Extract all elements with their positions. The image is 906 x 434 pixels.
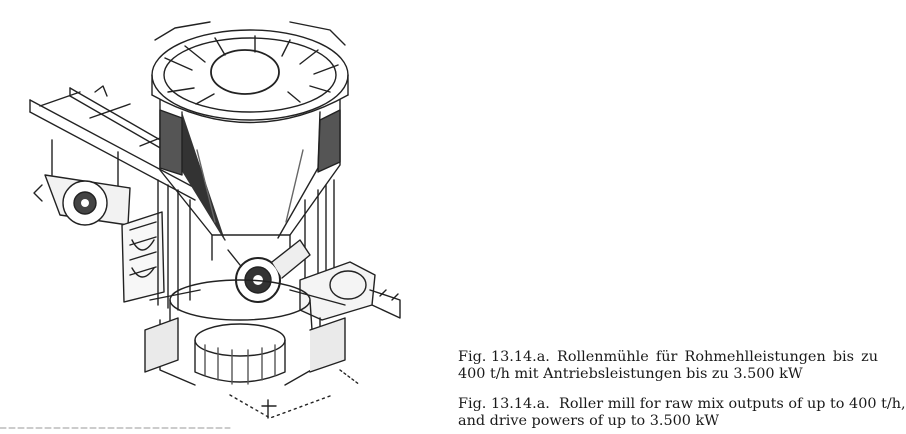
grinding-table: [144, 279, 346, 386]
separator-ring: [151, 21, 349, 124]
gear-motor: [299, 261, 401, 321]
roller-mill-figure: [0, 0, 450, 434]
roller-mill-illustration-icon: [0, 21, 401, 429]
caption-german-line-1: Fig. 13.14.a. Rollenmühle für Rohmehllei…: [458, 349, 878, 366]
caption-german-word: bis: [832, 349, 855, 365]
caption-english-line-2: and drive powers of up to 3.500 kW: [458, 413, 720, 429]
caption-german: Fig. 13.14.a. Rollenmühle für Rohmehllei…: [458, 349, 878, 383]
foundation: [229, 369, 361, 419]
control-panel: [121, 211, 165, 303]
caption-english-line-1: Fig. 13.14.a. Roller mill for raw mix ou…: [458, 396, 906, 412]
caption-german-word: zu: [861, 349, 878, 365]
caption-german-word: Rohmehlleistungen: [684, 349, 826, 365]
caption-german-word: Fig. 13.14.a.: [458, 349, 550, 365]
caption-german-word: für: [655, 349, 678, 365]
mill-housing: [159, 99, 341, 261]
caption-german-line-2: 400 t/h mit Antriebsleistungen bis zu 3.…: [458, 366, 803, 382]
drive-motor: [33, 139, 131, 226]
caption-english: Fig. 13.14.a. Roller mill for raw mix ou…: [458, 396, 906, 430]
caption-german-word: Rollenmühle: [556, 349, 649, 365]
